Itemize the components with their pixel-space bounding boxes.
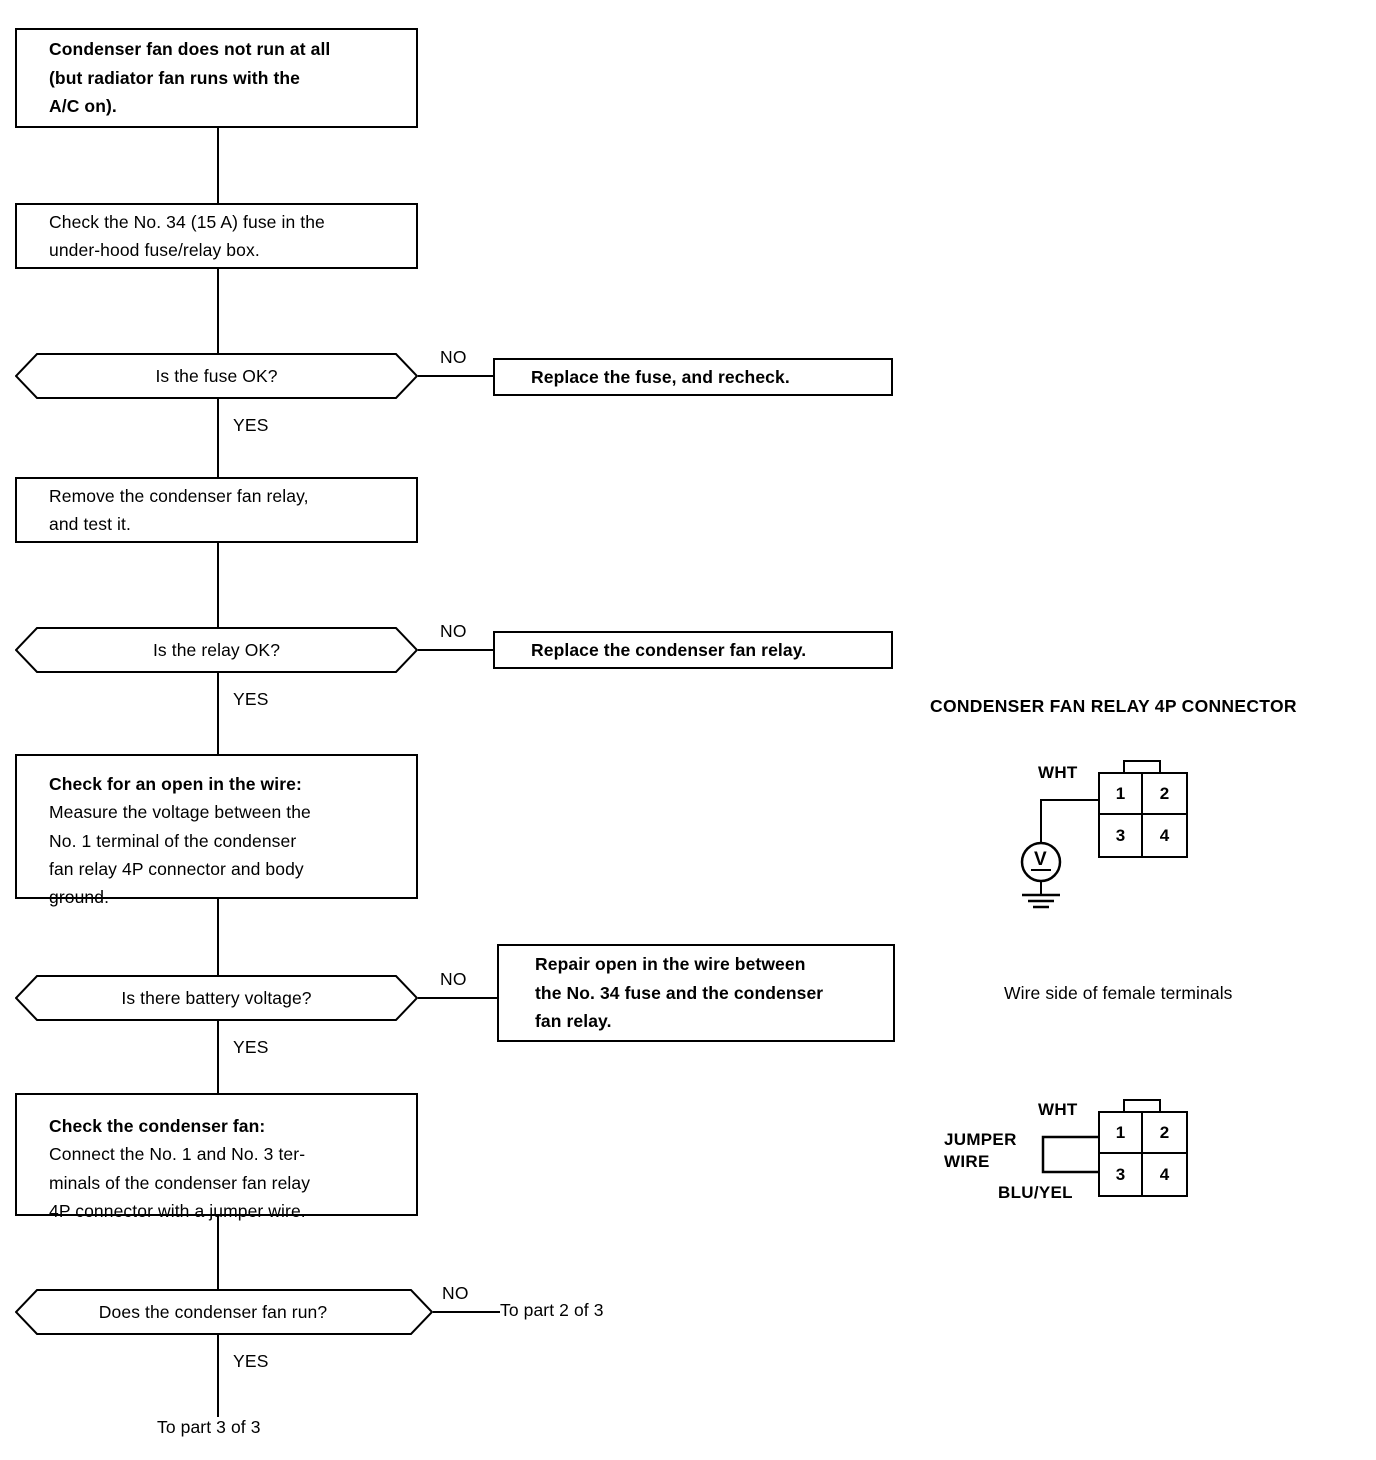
decision-battery-voltage: Is there battery voltage? bbox=[15, 975, 418, 1021]
branch-label-fuse-no: NO bbox=[440, 347, 467, 367]
decision-battery-voltage-label: Is there battery voltage? bbox=[121, 987, 312, 1008]
decision-fuse-ok-label: Is the fuse OK? bbox=[155, 365, 278, 386]
panel-title: CONDENSER FAN RELAY 4P CONNECTOR bbox=[930, 696, 1297, 716]
flow-line-openwire-to-decision bbox=[217, 899, 219, 975]
flow-line-fuse-to-decision bbox=[217, 269, 219, 353]
outcome-repair-open: Repair open in the wire between the No. … bbox=[497, 944, 895, 1042]
step-check-open-wire-text: Measure the voltage between the No. 1 te… bbox=[49, 802, 311, 908]
decision-relay-ok: Is the relay OK? bbox=[15, 627, 418, 673]
voltmeter-label: V bbox=[1034, 849, 1047, 870]
branch-label-relay-yes: YES bbox=[233, 689, 269, 709]
step-check-condenser-fan-heading: Check the condenser fan: bbox=[49, 1115, 266, 1136]
wire-label-bluyel: BLU/YEL bbox=[998, 1183, 1073, 1202]
terminal-1: 1 bbox=[1100, 774, 1143, 815]
panel-note: Wire side of female terminals bbox=[1004, 983, 1233, 1003]
branch-line-relay-no bbox=[418, 649, 493, 651]
step-remove-relay: Remove the condenser fan relay, and test… bbox=[15, 477, 418, 543]
wire-label-wht: WHT bbox=[1038, 763, 1078, 782]
start-block: Condenser fan does not run at all (but r… bbox=[15, 28, 418, 128]
terminal-2: 2 bbox=[1143, 774, 1186, 815]
terminal-3: 3 bbox=[1100, 815, 1143, 856]
outcome-replace-relay: Replace the condenser fan relay. bbox=[493, 631, 893, 669]
branch-label-fanruns-yes: YES bbox=[233, 1351, 269, 1371]
flow-line-relay-to-decision bbox=[217, 543, 219, 627]
branch-line-fanruns-no bbox=[433, 1311, 500, 1313]
terminal-2: 2 bbox=[1143, 1113, 1186, 1154]
branch-label-fanruns-no: NO bbox=[442, 1283, 469, 1303]
step-check-condenser-fan-text: Connect the No. 1 and No. 3 ter- minals … bbox=[49, 1144, 311, 1222]
step-remove-relay-text: Remove the condenser fan relay, and test… bbox=[49, 485, 309, 534]
outcome-repair-open-text: Repair open in the wire between the No. … bbox=[535, 954, 824, 1032]
branch-label-voltage-yes: YES bbox=[233, 1037, 269, 1057]
connector-diagram-voltage: 1 2 3 4 WHT V bbox=[1000, 755, 1260, 915]
outcome-replace-relay-text: Replace the condenser fan relay. bbox=[531, 639, 807, 660]
decision-fan-runs-label: Does the condenser fan run? bbox=[98, 1301, 328, 1322]
connector-terminal-grid: 1 2 3 4 bbox=[1098, 772, 1188, 858]
start-block-text: Condenser fan does not run at all (but r… bbox=[49, 39, 331, 117]
flow-line-start-to-fuse bbox=[217, 128, 219, 203]
branch-line-fuse-no bbox=[418, 375, 493, 377]
terminal-3: 3 bbox=[1100, 1154, 1143, 1195]
outcome-replace-fuse-text: Replace the fuse, and recheck. bbox=[531, 366, 790, 387]
terminal-1: 1 bbox=[1100, 1113, 1143, 1154]
jumper-wire-label-line2: WIRE bbox=[944, 1152, 990, 1171]
branch-label-relay-no: NO bbox=[440, 621, 467, 641]
step-check-condenser-fan: Check the condenser fan: Connect the No. … bbox=[15, 1093, 418, 1221]
wire-label-wht-2: WHT bbox=[1038, 1100, 1078, 1119]
terminal-4: 4 bbox=[1159, 825, 1170, 845]
connector-latch-tab-2 bbox=[1123, 1099, 1161, 1113]
step-check-open-wire: Check for an open in the wire: Measure th… bbox=[15, 754, 418, 907]
branch-line-voltage-no bbox=[418, 997, 497, 999]
outcome-replace-fuse: Replace the fuse, and recheck. bbox=[493, 358, 893, 396]
flow-line-fancheck-to-decision bbox=[217, 1216, 219, 1289]
decision-fan-runs: Does the condenser fan run? bbox=[15, 1289, 433, 1335]
branch-label-voltage-no: NO bbox=[440, 969, 467, 989]
step-check-open-wire-heading: Check for an open in the wire: bbox=[49, 773, 302, 794]
exit-to-part-3: To part 3 of 3 bbox=[157, 1417, 261, 1437]
connector-diagram-jumper: 1 2 3 4 WHT JUMPER WIRE BLU/YEL bbox=[940, 1090, 1260, 1215]
step-check-fuse: Check the No. 34 (15 A) fuse in the unde… bbox=[15, 203, 418, 269]
terminal-4: 4 bbox=[1159, 1164, 1170, 1184]
step-check-fuse-text: Check the No. 34 (15 A) fuse in the unde… bbox=[49, 211, 325, 260]
connector-terminal-grid-2: 1 2 3 4 bbox=[1098, 1111, 1188, 1197]
branch-line-fanruns-yes bbox=[217, 1335, 219, 1417]
jumper-wire-label-line1: JUMPER bbox=[944, 1130, 1017, 1149]
branch-label-fuse-yes: YES bbox=[233, 415, 269, 435]
decision-relay-ok-label: Is the relay OK? bbox=[152, 639, 281, 660]
decision-fuse-ok: Is the fuse OK? bbox=[15, 353, 418, 399]
branch-line-voltage-yes bbox=[217, 1021, 219, 1093]
exit-to-part-2: To part 2 of 3 bbox=[500, 1300, 604, 1320]
branch-line-fuse-yes bbox=[217, 399, 219, 477]
branch-line-relay-yes bbox=[217, 673, 219, 754]
connector-latch-tab bbox=[1123, 760, 1161, 774]
